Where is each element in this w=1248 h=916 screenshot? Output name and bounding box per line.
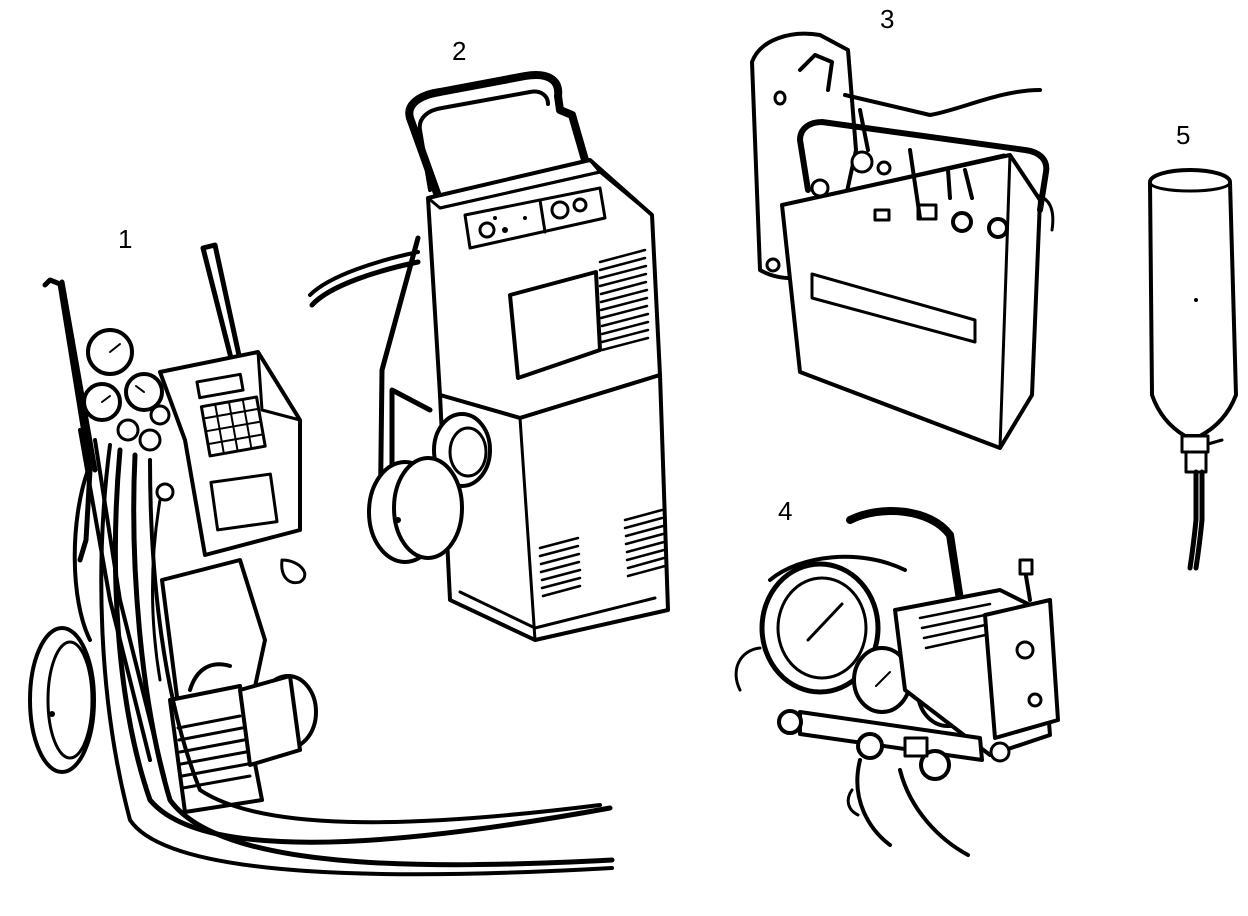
label-4: 4 [778, 496, 793, 526]
item-2-vent-bottom-left [538, 536, 582, 598]
item-2-vent-top [598, 248, 650, 352]
label-5: 5 [1176, 120, 1191, 150]
item-4-pump-fins [918, 602, 992, 650]
item-2-wheel [367, 456, 464, 564]
item-1-keypad [199, 395, 267, 458]
label-3: 3 [880, 4, 895, 34]
item-2-display-window [508, 270, 602, 380]
item-4-large-gauge [759, 561, 881, 695]
item-3-compact-recovery [750, 31, 1055, 450]
item-1-vacuum-pump [160, 558, 318, 814]
item-3-controls [810, 150, 1009, 239]
item-2-control-panel [463, 186, 607, 250]
item-1-hoses [99, 443, 615, 877]
item-2-vent-bottom-right [623, 508, 667, 578]
item-4-manifold-pump [734, 507, 1060, 857]
item-1-charging-trolley [28, 242, 615, 877]
item-1-wheel [28, 626, 96, 774]
item-4-manifold [777, 709, 1011, 781]
label-2: 2 [452, 36, 467, 66]
label-1: 1 [118, 224, 133, 254]
item-1-control-unit [158, 350, 302, 557]
item-3-label-strip [810, 272, 977, 344]
item-5-refrigerant-can [1148, 168, 1238, 571]
item-2-recovery-unit [308, 71, 670, 642]
item-1-gauges [82, 328, 175, 502]
item-5-valve [1180, 434, 1224, 474]
